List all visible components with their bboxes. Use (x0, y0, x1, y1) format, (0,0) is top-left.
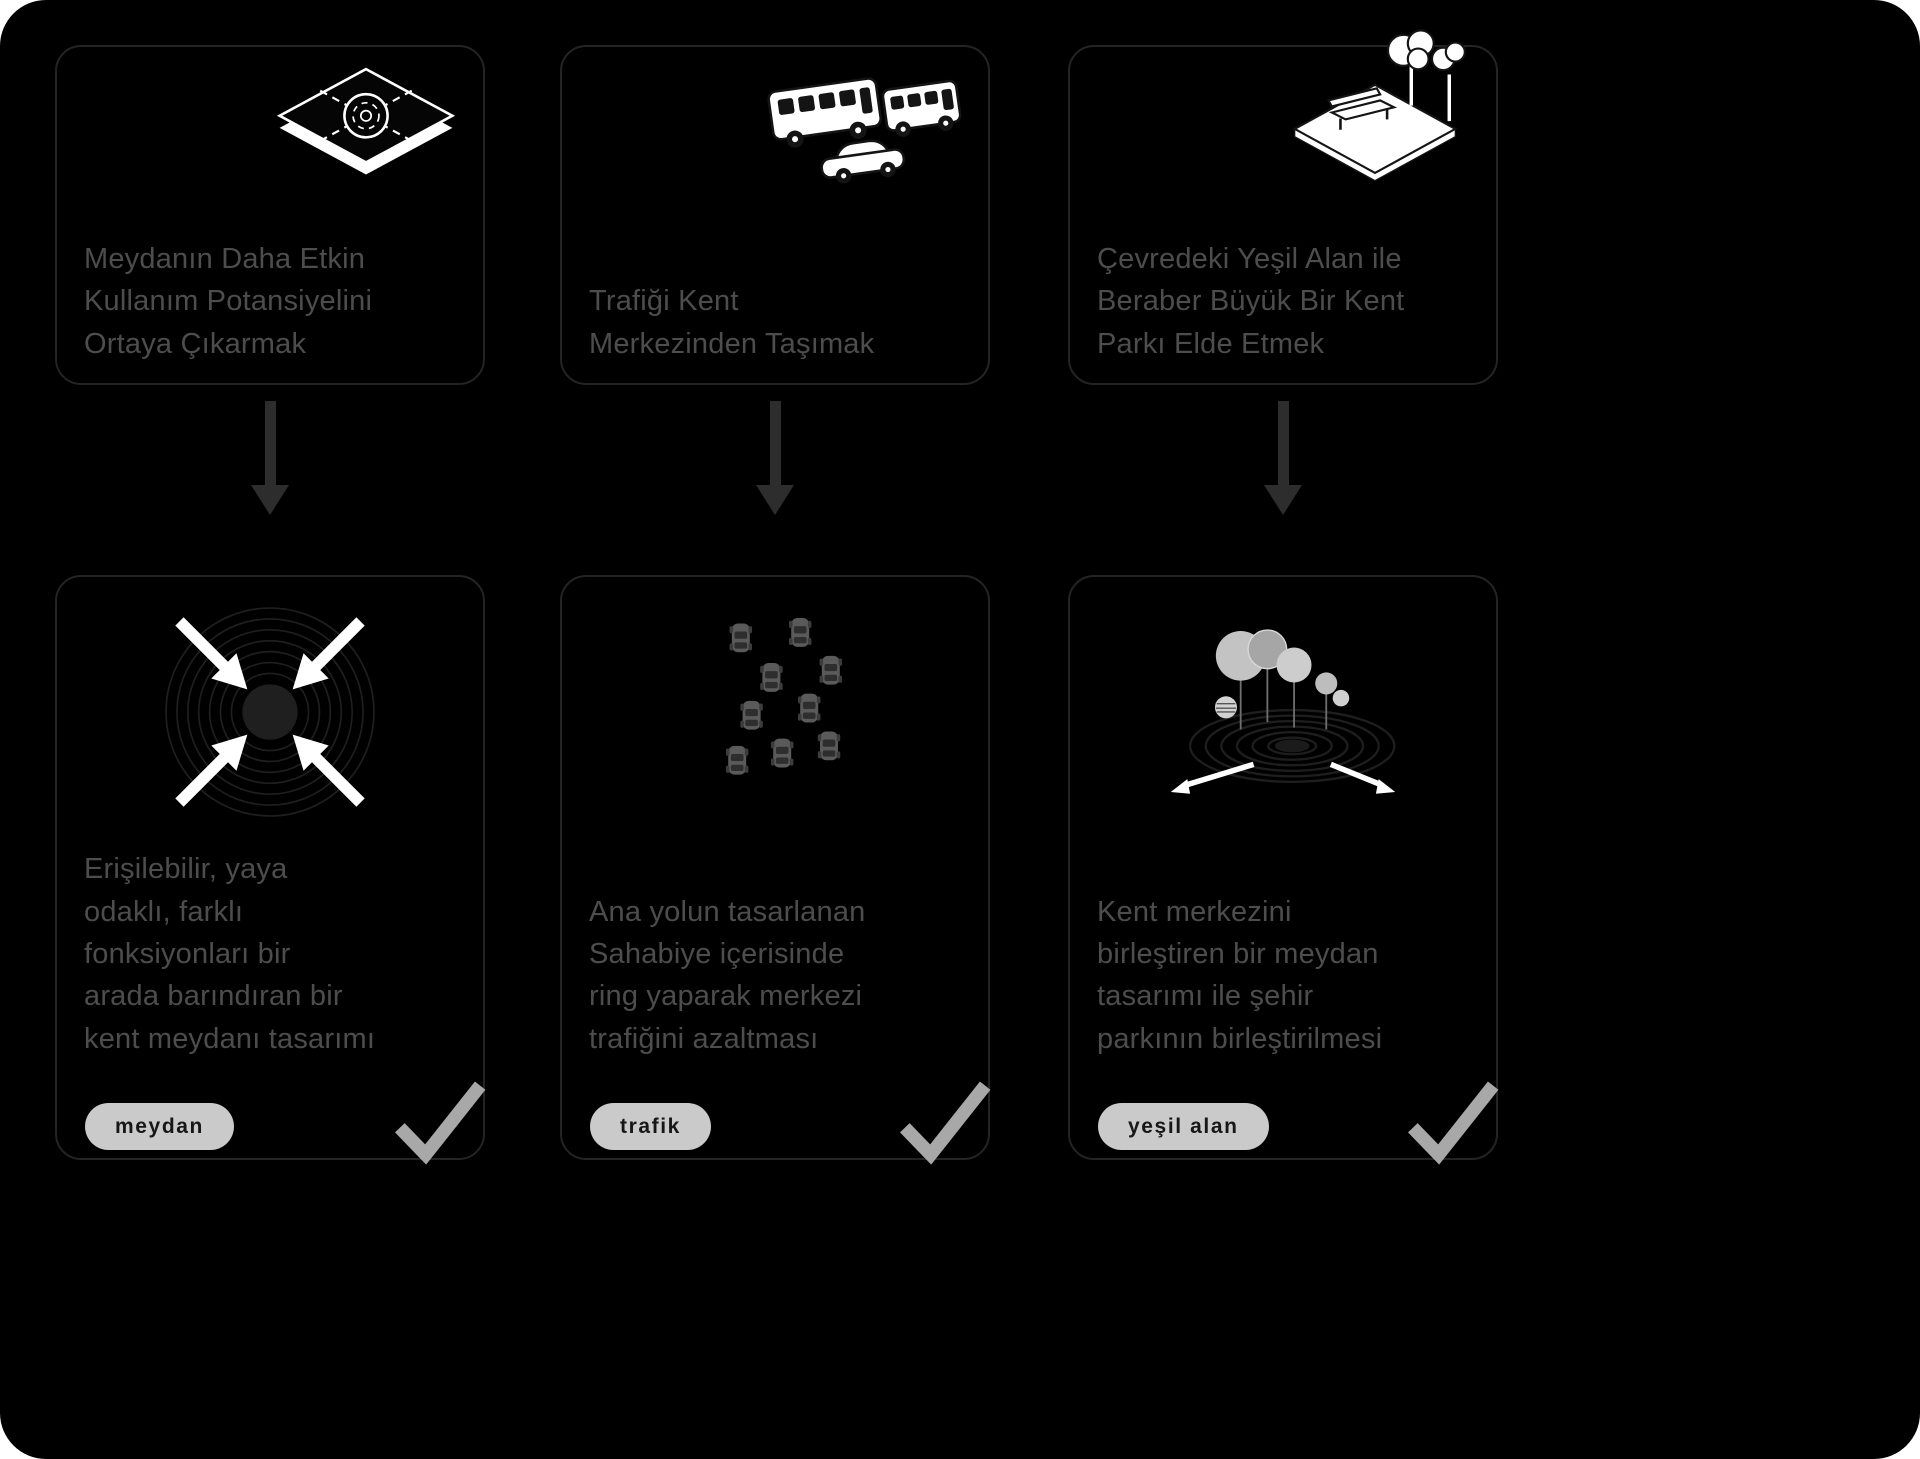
goal-text: Çevredeki Yeşil Alan ile Beraber Büyük B… (1097, 243, 1405, 360)
column-yesil-alan: Çevredeki Yeşil Alan ile Beraber Büyük B… (1068, 29, 1499, 1165)
goal-text: Trafiği Kent Merkezinden Taşımak (589, 285, 875, 360)
park-bench-trees-icon (1280, 17, 1470, 189)
column-trafik: Trafiği Kent Merkezinden Taşımak (560, 45, 991, 1165)
result-card-meydan: Erişilebilir, yaya odaklı, farklı fonksi… (55, 575, 486, 1165)
result-text: Erişilebilir, yaya odaklı, farklı fonksi… (84, 853, 376, 1055)
result-text: Kent merkezini birleştiren bir meydan ta… (1097, 895, 1383, 1055)
column-meydan: Meydanın Daha Etkin Kullanım Potansiyeli… (55, 45, 486, 1165)
goal-card-meydan: Meydanın Daha Etkin Kullanım Potansiyeli… (55, 45, 485, 385)
goal-card-trafik: Trafiği Kent Merkezinden Taşımak (560, 45, 990, 385)
car-traffic-icon (694, 615, 856, 811)
down-arrow-icon (756, 401, 794, 519)
converging-arrows-icon (161, 603, 379, 821)
tag-pill-meydan: meydan (85, 1103, 234, 1150)
roundabout-intersection-icon (271, 53, 461, 201)
goal-text: Meydanın Daha Etkin Kullanım Potansiyeli… (84, 243, 373, 360)
tag-pill-trafik: trafik (590, 1103, 711, 1150)
checkmark-icon (1408, 1081, 1499, 1165)
public-transport-icon (758, 55, 976, 197)
tag-pill-yesil-alan: yeşil alan (1098, 1103, 1269, 1150)
checkmark-icon (395, 1081, 486, 1165)
down-arrow-icon (251, 401, 289, 519)
park-expansion-icon (1160, 619, 1406, 803)
goal-card-yesil-alan: Çevredeki Yeşil Alan ile Beraber Büyük B… (1068, 29, 1498, 385)
result-card-trafik: Ana yolun tasarlanan Sahabiye içerisinde… (560, 575, 991, 1165)
result-text: Ana yolun tasarlanan Sahabiye içerisinde… (589, 895, 866, 1055)
checkmark-icon (900, 1081, 991, 1165)
result-card-yesil-alan: Kent merkezini birleştiren bir meydan ta… (1068, 575, 1499, 1165)
down-arrow-icon (1264, 401, 1302, 519)
